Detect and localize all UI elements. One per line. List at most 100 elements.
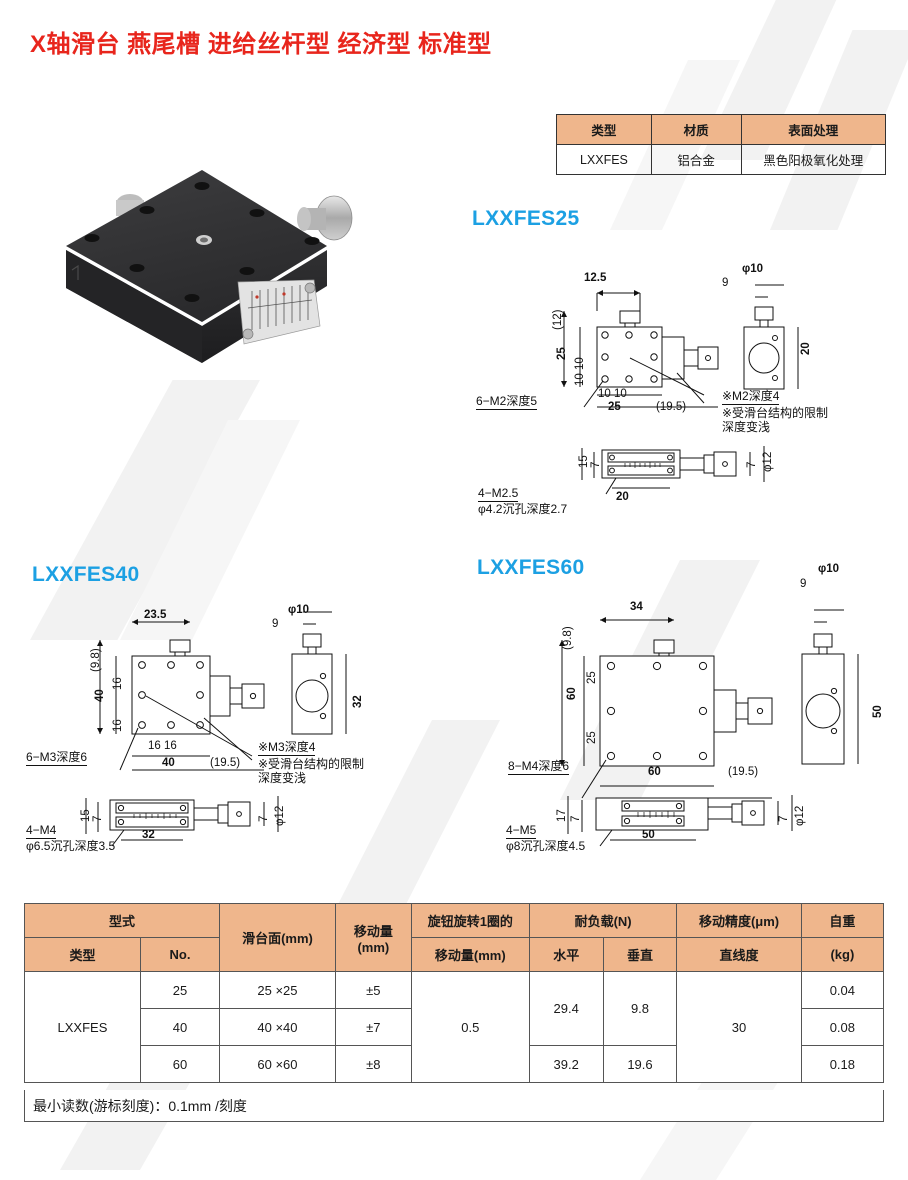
spec-footnote: 最小读数(游标刻度)：0.1mm /刻度 <box>24 1090 884 1122</box>
table-row: LXXFES 铝合金 黑色阳极氧化处理 <box>556 144 886 175</box>
spec-header-travel-line1: 移动量 <box>353 923 393 939</box>
note-lxxfes40-bot1-text: 4−M4 <box>26 823 57 839</box>
note-lxxfes60-bot1: 4−M5 <box>506 823 537 839</box>
note-lxxfes60-thread-text: 8−M4深度6 <box>508 759 570 775</box>
material-header-finish: 表面处理 <box>740 114 886 145</box>
spec-header-row-2: 类型 No. 移动量(mm) 水平 垂直 直线度 (kg) <box>24 937 885 972</box>
table-header-row: 类型 材质 表面处理 <box>556 114 886 145</box>
drawing-lxxfes25-bottom <box>581 446 765 495</box>
spec-cell-no: 25 <box>139 971 220 1009</box>
table-row: LXXFES 25 25 ×25 ±5 0.5 29.4 9.8 30 0.04 <box>24 971 885 1083</box>
spec-cell-travel: ±5 <box>334 971 412 1009</box>
note-lxxfes60-bot1-text: 4−M5 <box>506 823 537 839</box>
dim-lxxfes25-top-width: 12.5 <box>584 272 607 284</box>
dim-lxxfes25-knob-off: 9 <box>722 277 729 289</box>
model-heading-lxxfes60: LXXFES60 <box>477 556 585 579</box>
note-lxxfes25-star1-text: ※M2深度4 <box>722 389 780 405</box>
photo-adjust-knob <box>297 195 353 241</box>
drawing-lxxfes40 <box>97 611 347 771</box>
dim-lxxfes40-knob-dia: φ10 <box>288 604 310 616</box>
model-heading-lxxfes25: LXXFES25 <box>472 207 580 230</box>
spec-header-straightness: 直线度 <box>676 937 802 972</box>
note-lxxfes40-bot2: φ6.5沉孔深度3.5 <box>26 839 116 853</box>
note-lxxfes40-star2: ※受滑台结构的限制 深度变浅 <box>258 757 365 786</box>
note-lxxfes40-bot1: 4−M4 <box>26 823 57 839</box>
drawing-lxxfes60 <box>559 609 859 799</box>
spec-header-model-group: 型式 <box>24 903 220 938</box>
dim-lxxfes40-base: 40 <box>162 757 175 769</box>
spec-header-table-surface: 滑台面(mm) <box>218 903 336 972</box>
note-lxxfes40-star1-text: ※M3深度4 <box>258 740 316 756</box>
dim-lxxfes40-pitch-h: 16 16 <box>148 740 177 752</box>
spec-cell-horizontal: 39.2 <box>528 1045 604 1083</box>
material-header-material: 材质 <box>650 114 742 145</box>
spec-cell-no: 60 <box>139 1045 220 1083</box>
note-lxxfes25-thread-text: 6−M2深度5 <box>476 394 538 410</box>
note-lxxfes40-thread: 6−M3深度6 <box>26 750 88 766</box>
spec-cell-weight: 0.18 <box>800 1045 885 1083</box>
spec-header-vertical: 垂直 <box>602 937 678 972</box>
note-lxxfes25-bot1-text: 4−M2.5 <box>478 486 519 502</box>
note-lxxfes40-thread-text: 6−M3深度6 <box>26 750 88 766</box>
spec-cell-no: 40 <box>139 1008 220 1046</box>
spec-header-horizontal: 水平 <box>528 937 604 972</box>
drawing-lxxfes40-bottom <box>85 796 279 847</box>
spec-cell-vertical: 19.6 <box>602 1045 678 1083</box>
dim-lxxfes60-knob-dia: φ10 <box>818 563 840 575</box>
note-lxxfes25-thread: 6−M2深度5 <box>476 394 538 410</box>
note-lxxfes40-star2-line1: ※受滑台结构的限制 <box>258 757 365 771</box>
photo-vernier-scale <box>237 279 321 345</box>
note-lxxfes25-star1: ※M2深度4 <box>722 389 780 405</box>
spec-header-no: No. <box>139 937 220 972</box>
note-lxxfes40-star2-line2: 深度变浅 <box>258 770 307 785</box>
spec-header-per-turn: 旋钮旋转1圈的 <box>410 903 530 938</box>
dim-lxxfes40-bot-len: 32 <box>142 829 155 841</box>
spec-cell-per-turn: 0.5 <box>410 971 530 1083</box>
spec-header-travel: 移动量 (mm) <box>334 903 412 972</box>
spec-header-per-turn-unit: 移动量(mm) <box>410 937 530 972</box>
spec-cell-travel: ±7 <box>334 1008 412 1046</box>
dim-lxxfes60-bot-len: 50 <box>642 829 655 841</box>
note-lxxfes40-star1: ※M3深度4 <box>258 740 316 756</box>
spec-cell-type: LXXFES <box>24 971 141 1083</box>
model-heading-lxxfes40: LXXFES40 <box>32 563 140 586</box>
material-cell-finish: 黑色阳极氧化处理 <box>740 144 886 175</box>
spec-header-type: 类型 <box>24 937 141 972</box>
photo-center-screw <box>196 235 212 245</box>
spec-cell-surface: 60 ×60 <box>218 1045 336 1083</box>
drawing-lxxfes25 <box>561 284 799 408</box>
spec-cell-vertical: 9.8 <box>602 971 678 1046</box>
spec-cell-travel: ±8 <box>334 1045 412 1083</box>
spec-cell-weight: 0.08 <box>800 1008 885 1046</box>
material-header-type: 类型 <box>556 114 652 145</box>
spec-cell-surface: 25 ×25 <box>218 971 336 1009</box>
dim-lxxfes60-base: 60 <box>648 766 661 778</box>
spec-cell-surface: 40 ×40 <box>218 1008 336 1046</box>
dim-lxxfes25-knob-dia: φ10 <box>742 263 764 275</box>
note-lxxfes25-star2-line2: 深度变浅 <box>722 419 771 434</box>
photo-body-side <box>66 250 202 363</box>
material-cell-type: LXXFES <box>556 144 652 175</box>
spec-cell-horizontal: 29.4 <box>528 971 604 1046</box>
spec-cell-straightness: 30 <box>676 971 802 1083</box>
specification-table: 型式 滑台面(mm) 移动量 (mm) 旋钮旋转1圈的 耐负载(N) 移动精度(… <box>24 903 885 1083</box>
page-title: X轴滑台 燕尾槽 进给丝杆型 经济型 标准型 <box>30 31 492 58</box>
dim-lxxfes40-depth-paren: (19.5) <box>210 757 241 769</box>
note-lxxfes25-star2-line1: ※受滑台结构的限制 <box>722 406 829 420</box>
drawing-lxxfes60-bottom <box>567 795 793 847</box>
material-cell-material: 铝合金 <box>650 144 742 175</box>
dim-lxxfes25-bot-len: 20 <box>616 491 629 503</box>
note-lxxfes25-star2: ※受滑台结构的限制 深度变浅 <box>722 406 829 435</box>
spec-header-weight: 自重 <box>800 903 885 938</box>
dim-lxxfes25-pitch-h: 10 10 <box>598 388 627 400</box>
dim-lxxfes60-knob-off: 9 <box>800 578 807 590</box>
spec-header-load: 耐负载(N) <box>528 903 678 938</box>
product-photo <box>66 170 353 363</box>
dim-lxxfes40-knob-off: 9 <box>272 618 279 630</box>
dim-lxxfes60-depth-paren: (19.5) <box>728 766 759 778</box>
material-table: 类型 材质 表面处理 LXXFES 铝合金 黑色阳极氧化处理 <box>556 114 886 175</box>
spec-header-travel-line2: (mm) <box>357 939 390 955</box>
note-lxxfes60-bot2: φ8沉孔深度4.5 <box>506 839 586 853</box>
dim-lxxfes40-top-width: 23.5 <box>144 609 167 621</box>
note-lxxfes25-bot1: 4−M2.5 <box>478 486 519 502</box>
